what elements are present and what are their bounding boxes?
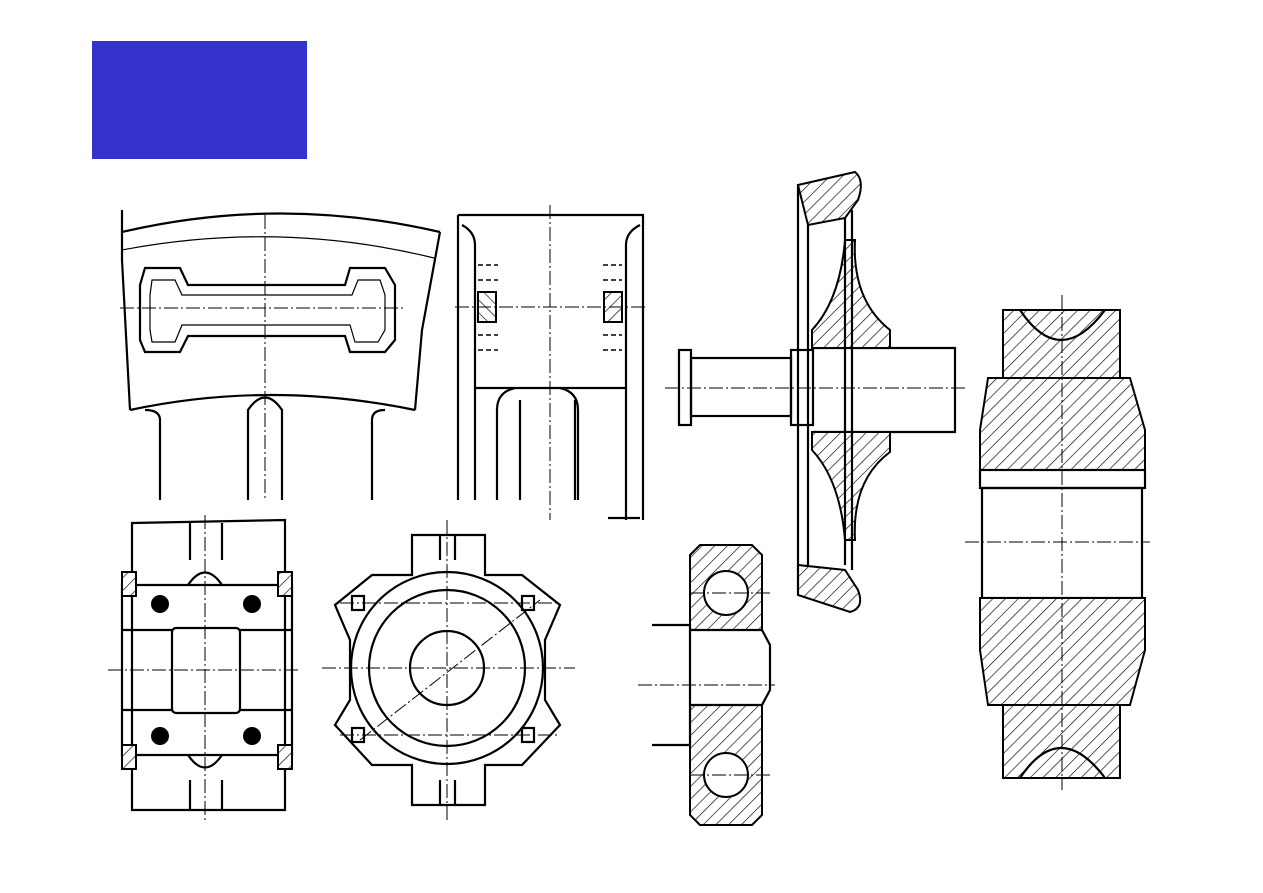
grooved-pulley-section [965,295,1150,790]
wheel-on-shaft-section [665,170,965,614]
clamp-block-view [108,515,300,820]
rim-clip-side-view [455,205,648,520]
star-hub-view [322,520,575,820]
ball-bearing-section [638,544,775,826]
title-block [92,41,307,159]
rim-clip-front-view [120,210,442,500]
